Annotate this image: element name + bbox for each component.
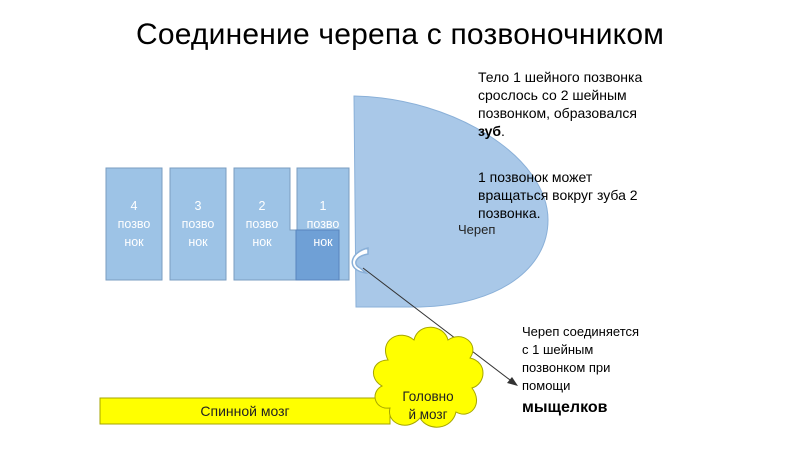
vertebra-1-word-part2: нок bbox=[313, 235, 333, 249]
spinal-cord-label: Спинной мозг bbox=[200, 403, 290, 419]
page-title: Соединение черепа с позвоночником bbox=[135, 18, 665, 51]
vertebra-4-number: 4 bbox=[130, 199, 138, 213]
vertebra-3-word-part2: нок bbox=[188, 235, 208, 249]
brain-label: Головно й мозг bbox=[388, 388, 468, 424]
condyle-arrowhead bbox=[507, 377, 518, 386]
rotation-description-line3: позвонка. bbox=[478, 205, 541, 221]
vertebra-2-word-part2: нок bbox=[252, 235, 272, 249]
vertebra-3-number: 3 bbox=[194, 199, 202, 213]
rotation-description: 1 позвонок может вращаться вокруг зуба 2… bbox=[478, 168, 638, 222]
vertebra-1-number: 1 bbox=[319, 199, 327, 213]
vertebra-4-block bbox=[105, 167, 163, 281]
vertebra-2-number: 2 bbox=[258, 199, 266, 213]
dens-description-line2: срослось со 2 шейным bbox=[478, 87, 627, 103]
condyle-description-line3: позвонком при bbox=[522, 360, 611, 375]
condyle-term: мыщелков bbox=[522, 399, 608, 416]
dens-description-line3: позвонком, образовался bbox=[478, 105, 637, 121]
vertebra-2-word-part1: позво bbox=[245, 217, 279, 231]
brain-label-line2: й мозг bbox=[408, 407, 448, 422]
dens-description-line4: зуб. bbox=[478, 122, 642, 140]
vertebra-3-word-part1: позво bbox=[181, 217, 215, 231]
vertebra-1-word-part1: позво bbox=[306, 217, 340, 231]
skull-shape bbox=[353, 95, 549, 308]
dens-description: Тело 1 шейного позвонка срослось со 2 ше… bbox=[478, 68, 642, 140]
vertebra-4-word-part1: позво bbox=[117, 217, 151, 231]
condyle-description-line1: Череп соединяется bbox=[522, 324, 640, 339]
condyle-arrow-line bbox=[362, 267, 515, 384]
condyle-description-line2: с 1 шейным bbox=[522, 342, 594, 357]
dens-term: зуб bbox=[478, 123, 502, 139]
vertebra-1-label: 1 позво нок bbox=[295, 197, 351, 251]
vertebra-4-label: 4 позво нок bbox=[106, 197, 162, 251]
vertebra-4-word-part2: нок bbox=[124, 235, 144, 249]
dens-term-period: . bbox=[501, 123, 505, 139]
rotation-description-line2: вращаться вокруг зуба 2 bbox=[478, 187, 638, 203]
rotation-description-line1: 1 позвонок может bbox=[478, 169, 593, 185]
dens-description-line1: Тело 1 шейного позвонка bbox=[478, 69, 643, 85]
skull-label: Череп bbox=[458, 222, 496, 237]
condyle-description-line4: помощи bbox=[522, 378, 571, 393]
vertebra-2-label: 2 позво нок bbox=[234, 197, 290, 251]
brain-label-line1: Головно bbox=[402, 389, 454, 404]
spinal-cord-shape bbox=[99, 397, 391, 425]
vertebra-3-block bbox=[169, 167, 227, 281]
vertebra-3-label: 3 позво нок bbox=[170, 197, 226, 251]
dens-tooth bbox=[295, 229, 340, 281]
condyle-description: Череп соединяется с 1 шейным позвонком п… bbox=[522, 323, 639, 417]
condyle-hook bbox=[351, 247, 369, 275]
brain-cloud-shape bbox=[373, 326, 484, 428]
